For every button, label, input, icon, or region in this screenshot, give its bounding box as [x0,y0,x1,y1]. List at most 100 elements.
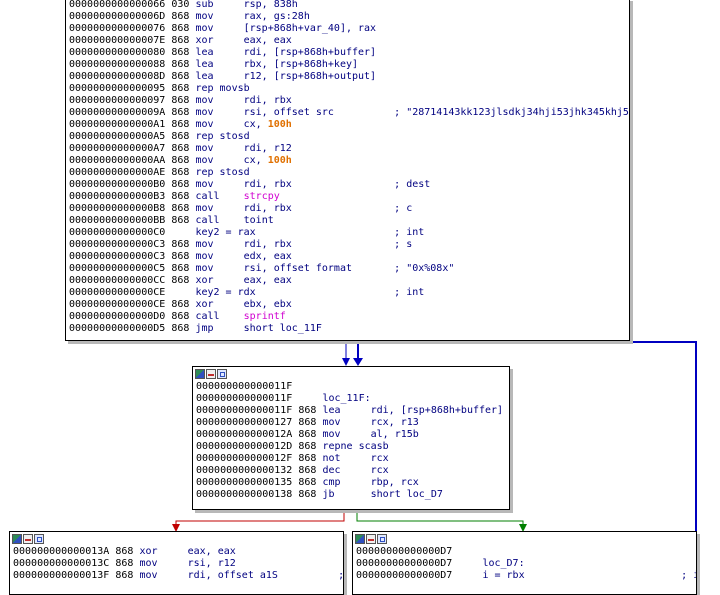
instruction-line[interactable]: 00000000000000A5 868 rep stosd [69,131,629,143]
group-nodes-icon[interactable] [217,369,227,379]
instruction-line[interactable]: 00000000000000D7 i = rbx ; int [356,570,696,582]
instruction-line[interactable]: 000000000000006D 868 mov rax, gs:28h [69,11,629,23]
instruction-line[interactable]: 00000000000000C3 868 mov rdi, rbx ; s [69,239,629,251]
code-label: key2 = rax [195,227,256,238]
operands: eax, eax [187,546,236,557]
mnemonic: mov [195,119,214,130]
instruction-address: 00000000000000B8 [69,203,166,214]
mnemonic: mov [195,155,214,166]
edit-color-icon[interactable] [366,534,376,544]
instruction-line[interactable]: 00000000000000A1 868 mov cx, 100h [69,119,629,131]
instruction-line[interactable]: 000000000000011F loc_11F: [196,393,509,405]
operands: rax, gs:28h [243,11,310,22]
instruction-line[interactable]: 000000000000012F 868 not rcx [196,453,509,465]
instruction-line[interactable]: 00000000000000BB 868 call toint [69,215,629,227]
edit-color-icon[interactable] [23,534,33,544]
operands: rbp, rcx [370,477,419,488]
instruction-line[interactable]: 00000000000000B0 868 mov rdi, rbx ; dest [69,179,629,191]
graph-overview-icon[interactable] [355,534,365,544]
comment: ; "<1>%s" [338,570,344,581]
instruction-address: 000000000000012A [196,429,293,440]
instruction-line[interactable]: 0000000000000127 868 mov rcx, r13 [196,417,509,429]
instruction-line[interactable]: 00000000000000CE 868 xor ebx, ebx [69,299,629,311]
instruction-address: 00000000000000C5 [69,263,166,274]
instruction-line[interactable]: 00000000000000C3 868 mov edx, eax [69,251,629,263]
instruction-line[interactable]: 0000000000000080 868 lea rdi, [rsp+868h+… [69,47,629,59]
code-block-loc-11F[interactable]: 000000000000011F 000000000000011F loc_11… [192,366,510,510]
instruction-address: 0000000000000097 [69,95,166,106]
mnemonic: sub [195,0,214,10]
instruction-address: 0000000000000127 [196,417,293,428]
instruction-line[interactable]: 00000000000000AA 868 mov cx, 100h [69,155,629,167]
block-toolbar [193,367,509,381]
instruction-line[interactable]: 000000000000007E 868 xor eax, eax [69,35,629,47]
instruction-address: 00000000000000D0 [69,311,166,322]
operands: rdi, offset a1S [187,570,278,581]
instruction-line[interactable]: 00000000000000AE 868 rep stosd [69,167,629,179]
instruction-address: 00000000000000A5 [69,131,166,142]
instruction-line[interactable]: 000000000000013A 868 xor eax, eax [13,546,343,558]
instruction-address: 00000000000000CE [69,299,166,310]
instruction-line[interactable]: 00000000000000D7 loc_D7: [356,558,696,570]
edit-color-icon[interactable] [206,369,216,379]
instruction-line[interactable]: 00000000000000D7 [356,546,696,558]
mnemonic: rep movsb [195,83,250,94]
graph-overview-icon[interactable] [195,369,205,379]
instruction-line[interactable]: 000000000000011F [196,381,509,393]
instruction-line[interactable]: 000000000000012A 868 mov al, r15b [196,429,509,441]
mnemonic: mov [195,251,214,262]
instruction-line[interactable]: 00000000000000CE key2 = rdx ; int [69,287,629,299]
instruction-line[interactable]: 00000000000000A7 868 mov rdi, r12 [69,143,629,155]
stack-pointer: 868 [171,119,190,130]
stack-pointer: 868 [171,83,190,94]
stack-pointer: 868 [171,299,190,310]
instruction-address: 0000000000000095 [69,83,166,94]
instruction-line[interactable]: 0000000000000132 868 dec rcx [196,465,509,477]
stack-pointer: 868 [298,429,317,440]
instruction-line[interactable]: 000000000000013C 868 mov rsi, r12 [13,558,343,570]
instruction-line[interactable]: 00000000000000D0 868 call sprintf [69,311,629,323]
graph-overview-icon[interactable] [12,534,22,544]
code-label: key2 = rdx [195,287,256,298]
instruction-line[interactable]: 000000000000012D 868 repne scasb [196,441,509,453]
instruction-line[interactable]: 00000000000000C0 key2 = rax ; int [69,227,629,239]
instruction-line[interactable]: 00000000000000D5 868 jmp short loc_11F [69,323,629,335]
operands: rdi, rbx [243,239,292,250]
instruction-line[interactable]: 00000000000000C5 868 mov rsi, offset for… [69,263,629,275]
instruction-line[interactable]: 00000000000000B3 868 call strcpy [69,191,629,203]
stack-pointer: 868 [298,417,317,428]
instruction-line[interactable]: 00000000000000CC 868 xor eax, eax [69,275,629,287]
code-block-loc-D7[interactable]: 00000000000000D7 00000000000000D7 loc_D7… [352,531,697,595]
instruction-line[interactable]: 000000000000008D 868 lea r12, [rsp+868h+… [69,71,629,83]
comment: ; c [394,203,413,214]
instruction-line[interactable]: 000000000000011F 868 lea rdi, [rsp+868h+… [196,405,509,417]
group-nodes-icon[interactable] [34,534,44,544]
instruction-line[interactable]: 00000000000000B8 868 mov rdi, rbx ; c [69,203,629,215]
instruction-address: 000000000000008D [69,71,166,82]
group-nodes-icon[interactable] [377,534,387,544]
instruction-line[interactable]: 000000000000009A 868 mov rsi, offset src… [69,107,629,119]
instruction-line[interactable]: 0000000000000088 868 lea rbx, [rsp+868h+… [69,59,629,71]
comment: ; s [394,239,413,250]
instruction-address: 00000000000000D7 [356,570,453,581]
instruction-line[interactable]: 0000000000000135 868 cmp rbp, rcx [196,477,509,489]
operands: rbx, [rsp+868h+key] [243,59,359,70]
instruction-line[interactable]: 0000000000000138 868 jb short loc_D7 [196,489,509,501]
stack-pointer: 868 [171,311,190,322]
operands: rcx, r13 [370,417,419,428]
instruction-line[interactable]: 0000000000000076 868 mov [rsp+868h+var_4… [69,23,629,35]
operands: rsi, r12 [187,558,236,569]
instruction-line[interactable]: 0000000000000066 030 sub rsp, 838h [69,0,629,11]
edge-false-arrow [172,524,180,532]
instruction-line[interactable]: 0000000000000097 868 mov rdi, rbx [69,95,629,107]
function-call-target: sprintf [243,311,286,322]
mnemonic: mov [195,179,214,190]
instruction-line[interactable]: 0000000000000095 868 rep movsb [69,83,629,95]
instruction-line[interactable]: 000000000000013F 868 mov rdi, offset a1S… [13,570,343,582]
instruction-address: 000000000000011F [196,405,293,416]
mnemonic: rep stosd [195,131,250,142]
mnemonic: mov [195,95,214,106]
code-label: loc_11F: [322,393,371,404]
